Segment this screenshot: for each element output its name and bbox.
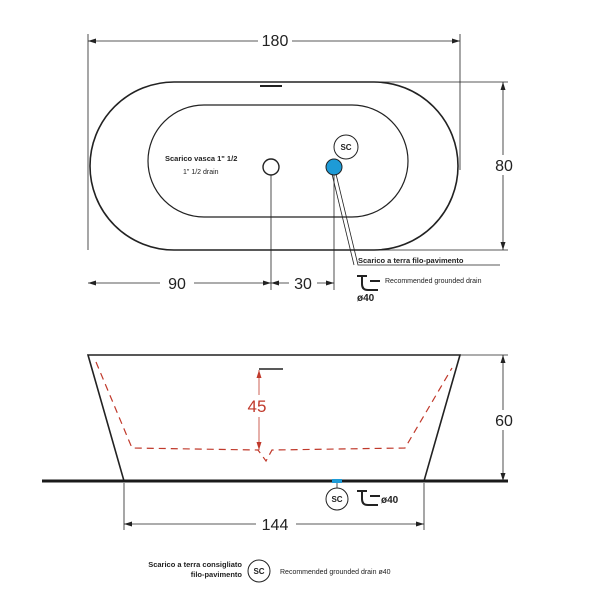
dim-180-bg — [258, 32, 292, 48]
dim-height: 60 — [495, 413, 513, 430]
dim-base-length: 144 — [262, 517, 289, 534]
dim-90-bg — [160, 274, 194, 292]
dim-30-bg — [289, 274, 317, 292]
tub-inner-basin — [147, 104, 409, 218]
dim-45-arrow-b — [256, 442, 262, 450]
dim-30-arrow-l — [271, 280, 279, 286]
dim-drain-spacing: 30 — [294, 276, 312, 293]
side-drain-size: ø40 — [381, 495, 399, 506]
floor-drain — [325, 158, 343, 176]
tub-drain-label: Scarico vasca 1" 1/2 — [165, 154, 237, 163]
dim-45-arrow-t — [256, 370, 262, 378]
dim-45-bg — [240, 395, 274, 417]
floor-drain-leader-inner — [331, 173, 355, 266]
dim-80-bg — [494, 155, 522, 175]
dim-180-arrow-r — [452, 38, 460, 44]
floor-drain-size: ø40 — [357, 293, 375, 304]
dim-60-arrow-b — [500, 473, 506, 481]
side-view: 45 60 SC ø40 144 — [42, 354, 520, 534]
sc-badge-legend — [247, 559, 271, 583]
tub-drain — [262, 158, 280, 176]
sc-badge-legend-text: SC — [253, 567, 264, 576]
inner-basin-dashed — [95, 361, 453, 463]
dim-80-arrow-b — [500, 242, 506, 250]
dim-144-arrow-r — [416, 521, 424, 527]
legend: Scarico a terra consigliato filo-pavimen… — [148, 559, 391, 583]
floor-drain-label-en: Recommended grounded drain — [385, 278, 482, 285]
tub-drain-label-en: 1" 1/2 drain — [183, 169, 219, 176]
trap-pipe-icon-side — [357, 490, 380, 506]
sc-badge-side — [325, 487, 349, 511]
dim-80-arrow-t — [500, 82, 506, 90]
legend-label-en: Recommended grounded drain ø40 — [280, 569, 391, 576]
dim-180-arrow-l — [88, 38, 96, 44]
sc-badge-side-text: SC — [331, 495, 342, 504]
dim-width: 180 — [262, 33, 289, 50]
dim-90-arrow-l — [88, 280, 96, 286]
floor-drain-leader — [335, 173, 500, 266]
tub-outer-rim — [89, 81, 459, 251]
legend-label-line2: filo-pavimento — [191, 570, 243, 579]
trap-pipe-icon — [357, 275, 380, 291]
tub-side-profile — [86, 354, 462, 482]
dim-30-arrow-r — [326, 280, 334, 286]
dim-60-bg — [492, 410, 520, 430]
dim-depth: 80 — [495, 158, 513, 175]
floor-drain-label: Scarico a terra filo-pavimento — [358, 256, 464, 265]
sc-badge-top — [333, 134, 359, 160]
dim-90-arrow-r — [263, 280, 271, 286]
dim-60-arrow-t — [500, 355, 506, 363]
dim-water-level: 45 — [248, 397, 267, 416]
sc-badge-top-text: SC — [340, 143, 351, 152]
dim-144-arrow-l — [124, 521, 132, 527]
dim-144-bg — [256, 514, 296, 532]
dim-drain-offset: 90 — [168, 276, 186, 293]
floor-drain-side — [332, 479, 342, 483]
legend-label-line1: Scarico a terra consigliato — [148, 560, 242, 569]
top-view: SC Scarico vasca 1" 1/2 1" 1/2 drain Sca… — [87, 32, 522, 304]
